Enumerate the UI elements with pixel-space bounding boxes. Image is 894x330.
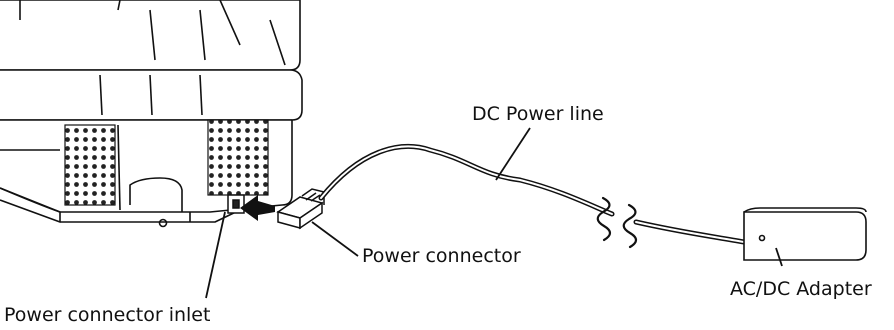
right-vent-grille	[207, 119, 269, 196]
left-vent-grille	[64, 124, 116, 206]
leader-lines	[205, 127, 783, 299]
power-connector-label: Power connector	[362, 245, 521, 267]
insertion-arrow	[240, 195, 275, 221]
dc-power-cable	[318, 144, 747, 245]
power-connector-plug	[276, 188, 325, 230]
power-connector-inlet-label: Power connector inlet	[4, 304, 211, 326]
ac-dc-adapter	[743, 207, 867, 261]
dc-power-line-label: DC Power line	[472, 103, 604, 125]
cable-break-marks	[596, 196, 638, 249]
ac-dc-adapter-label: AC/DC Adapter	[730, 278, 872, 300]
power-connector-inlet	[227, 194, 245, 214]
